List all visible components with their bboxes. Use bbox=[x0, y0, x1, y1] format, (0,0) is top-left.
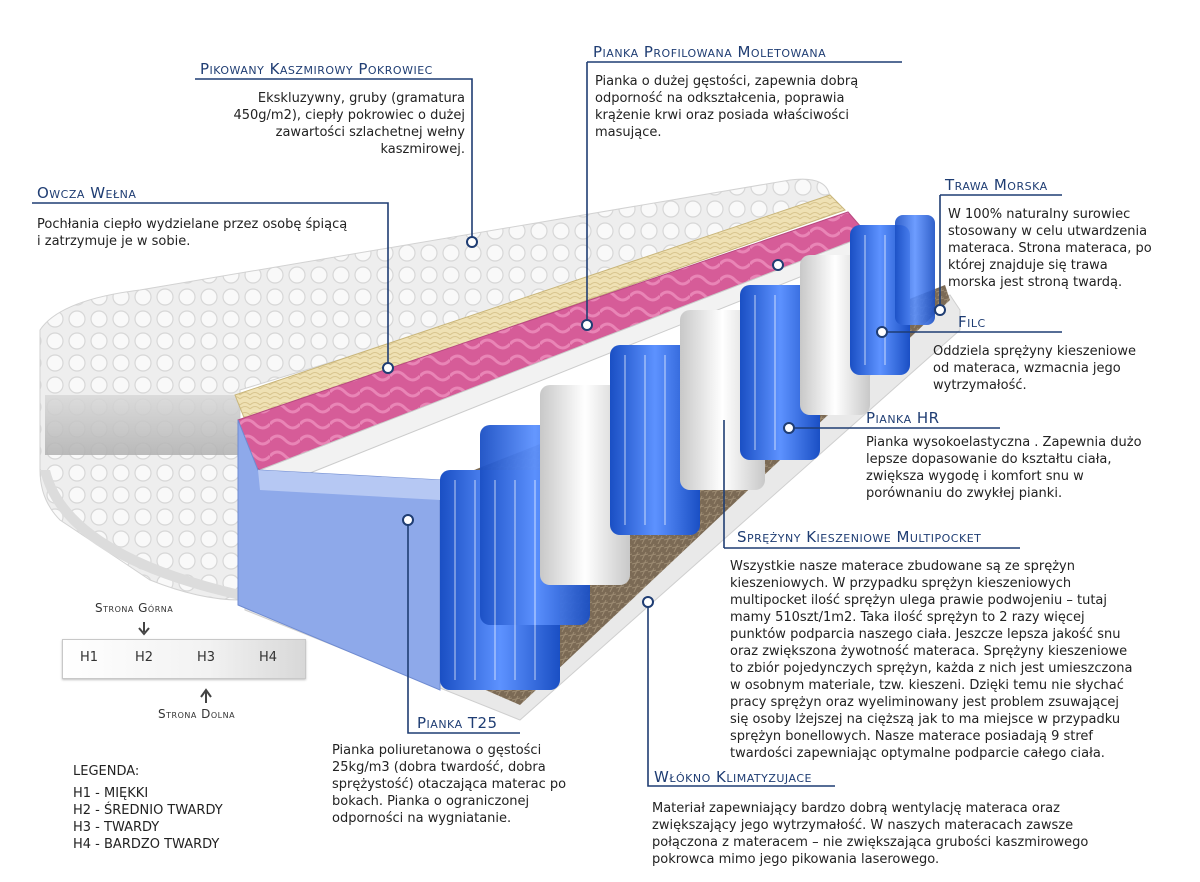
desc-wlokno: Materiał zapewniający bardzo dobrą wenty… bbox=[652, 801, 1089, 867]
legend: H1 - MIĘKKI H2 - ŚREDNIO TWARDY H3 - TWA… bbox=[73, 785, 223, 853]
title-sprezyny: Sprężyny Kieszeniowe Multipocket bbox=[737, 528, 982, 546]
legend-item: H2 - ŚREDNIO TWARDY bbox=[73, 803, 223, 818]
title-pianka-hr: Pianka HR bbox=[866, 409, 940, 427]
scale-level-h2: H2 bbox=[135, 650, 154, 665]
title-pianka-profilowana: Pianka Profilowana Moletowana bbox=[593, 43, 827, 61]
legend-item: H1 - MIĘKKI bbox=[73, 786, 149, 801]
desc-owcza-welna: Pochłania ciepło wydzielane przez osobę … bbox=[37, 217, 348, 249]
title-wlokno: Włókno Klimatyzujace bbox=[654, 768, 812, 786]
legend-title: LEGENDA: bbox=[73, 764, 140, 779]
pocket-springs bbox=[440, 215, 935, 690]
title-filc: Filc bbox=[958, 313, 986, 331]
scale-top-label: Strona Górna bbox=[95, 601, 174, 615]
scale-level-h3: H3 bbox=[197, 650, 216, 665]
scale-level-h1: H1 bbox=[80, 650, 99, 665]
title-trawa-morska: Trawa Morska bbox=[945, 176, 1048, 194]
scale-bottom-label: Strona Dolna bbox=[158, 707, 236, 721]
legend-item: H4 - BARDZO TWARDY bbox=[73, 837, 220, 852]
desc-sprezyny: Wszystkie nasze materace zbudowane są ze… bbox=[730, 559, 1133, 761]
title-owcza-welna: Owcza Wełna bbox=[37, 184, 137, 202]
title-pianka-t25: Pianka T25 bbox=[417, 714, 498, 732]
scale-level-h4: H4 bbox=[259, 650, 278, 665]
title-pokrowiec: Pikowany Kaszmirowy Pokrowiec bbox=[200, 60, 433, 78]
hardness-scale: H1 H2 H3 H4 bbox=[62, 639, 306, 679]
legend-item: H3 - TWARDY bbox=[73, 820, 160, 835]
